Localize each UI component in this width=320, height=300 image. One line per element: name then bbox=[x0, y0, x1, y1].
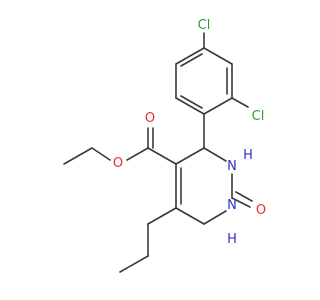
bond bbox=[63, 147, 93, 165]
bond bbox=[175, 207, 205, 225]
bond bbox=[203, 210, 227, 225]
chlorine-atom-label: Cl bbox=[198, 18, 211, 33]
bond bbox=[91, 147, 111, 161]
nitrogen-atom-label: N bbox=[227, 198, 237, 213]
bond bbox=[175, 97, 205, 115]
oxygen-atom-label: O bbox=[113, 156, 123, 171]
bond bbox=[231, 97, 249, 108]
molecule-diagram: Cl Cl O O O H N N H bbox=[63, 18, 266, 273]
bonds bbox=[63, 32, 253, 273]
bond bbox=[147, 207, 177, 225]
bond bbox=[235, 191, 253, 202]
bond bbox=[180, 95, 203, 109]
bond bbox=[119, 255, 149, 273]
bond bbox=[203, 147, 227, 162]
oxygen-atom-label: O bbox=[145, 111, 155, 126]
bond bbox=[175, 147, 205, 165]
bond bbox=[231, 197, 251, 208]
bond bbox=[175, 47, 205, 65]
bond bbox=[147, 147, 177, 165]
bond bbox=[203, 97, 233, 115]
nitrogen-hydrogen-label: H bbox=[227, 232, 237, 247]
bond bbox=[203, 47, 233, 65]
bond bbox=[180, 53, 203, 67]
oxygen-atom-label: O bbox=[256, 203, 266, 218]
nitrogen-hydrogen-label: H bbox=[243, 148, 253, 163]
bond bbox=[126, 147, 149, 161]
chlorine-atom-label: Cl bbox=[252, 109, 265, 124]
nitrogen-atom-label: N bbox=[227, 159, 237, 174]
